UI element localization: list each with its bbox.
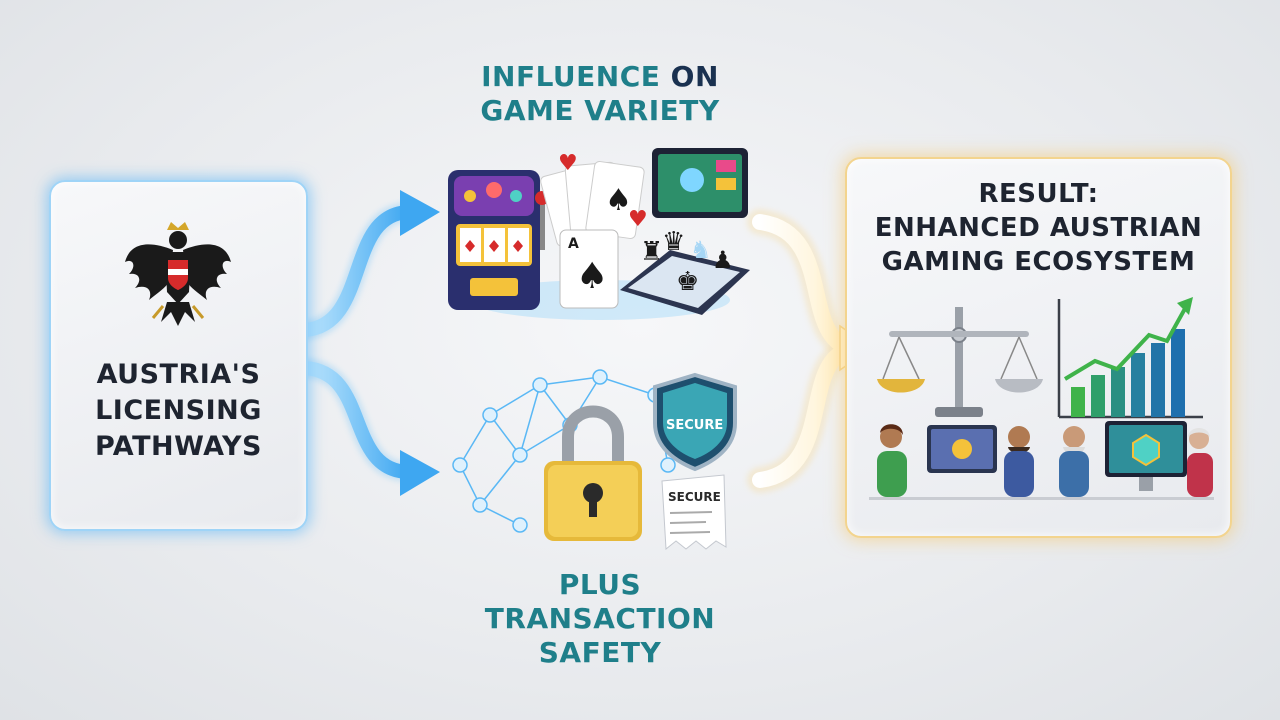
svg-text:♛: ♛ — [662, 227, 685, 257]
title-line: PLUS — [558, 568, 642, 601]
padlock-icon — [544, 405, 642, 541]
shield-label: SECURE — [666, 418, 723, 433]
licensing-pathways-card: AUSTRIA'S LICENSING PATHWAYS — [49, 180, 308, 531]
svg-text:♚: ♚ — [676, 267, 699, 297]
title-line: SAFETY — [538, 636, 662, 669]
result-ecosystem-card: RESULT: ENHANCED AUSTRIAN GAMING ECOSYST… — [845, 157, 1232, 538]
svg-text:♠: ♠ — [605, 183, 632, 218]
result-title: RESULT: ENHANCED AUSTRIAN GAMING ECOSYST… — [847, 177, 1230, 279]
title-line: LICENSING — [95, 395, 262, 426]
austrian-eagle-icon — [125, 222, 231, 326]
playing-cards-icon: ♠ ♥ ♥ A ♠ — [540, 151, 648, 309]
title-line: PATHWAYS — [94, 431, 262, 462]
title-line: TRANSACTION — [484, 602, 716, 635]
svg-text:♜: ♜ — [640, 237, 663, 267]
title-line: RESULT: — [978, 179, 1099, 209]
game-tablet-icon — [652, 148, 748, 218]
title-word-influence: INFLUENCE — [481, 60, 661, 93]
title-line: GAMING ECOSYSTEM — [881, 247, 1196, 277]
svg-text:♞: ♞ — [690, 236, 712, 264]
title-word-on: ON — [670, 60, 719, 93]
balance-scale-icon — [877, 307, 1043, 417]
title-line: ENHANCED AUSTRIAN — [874, 213, 1203, 243]
transaction-safety-illustration: SECURE SECURE — [452, 369, 737, 550]
receipt-icon: SECURE — [661, 474, 727, 550]
title-line: GAME VARIETY — [480, 94, 720, 127]
licensing-pathways-title: AUSTRIA'S LICENSING PATHWAYS — [51, 357, 306, 465]
svg-text:♥: ♥ — [628, 207, 648, 232]
svg-text:♟: ♟ — [712, 246, 734, 274]
game-variety-title: INFLUENCE ON GAME VARIETY — [450, 60, 750, 128]
chess-board-icon: ♜ ♛ ♞ ♟ ♚ — [620, 227, 750, 315]
svg-text:A: A — [568, 236, 579, 252]
people-icon — [869, 421, 1214, 500]
game-variety-illustration: ♠ ♥ ♥ A ♠ ♜ ♛ ♞ ♟ ♚ — [448, 148, 750, 320]
growth-chart-icon — [1057, 297, 1203, 419]
shield-icon: SECURE — [653, 372, 737, 472]
transaction-safety-title: PLUS TRANSACTION SAFETY — [450, 568, 750, 670]
title-line: AUSTRIA'S — [96, 359, 261, 390]
svg-text:♥: ♥ — [558, 151, 578, 176]
slot-machine-icon — [448, 170, 549, 310]
receipt-label: SECURE — [668, 490, 721, 504]
svg-text:♠: ♠ — [576, 256, 608, 297]
